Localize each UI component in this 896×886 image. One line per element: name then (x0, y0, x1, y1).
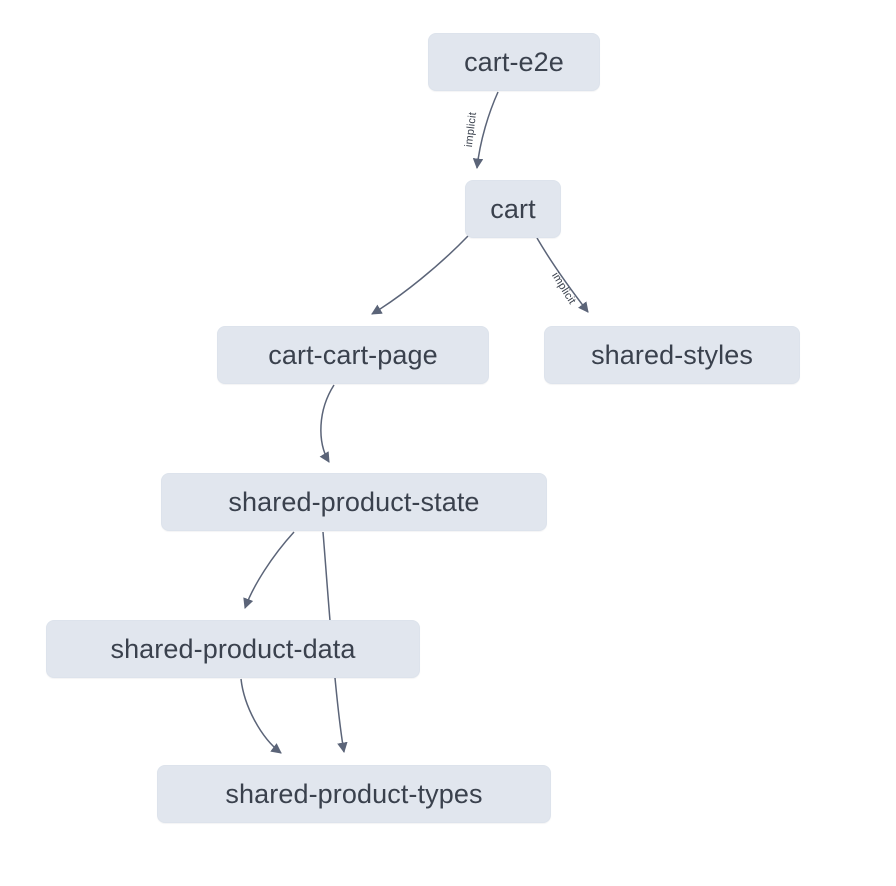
graph-edge-cart-cart-page__shared-product-state (319, 384, 335, 463)
graph-edge-shared-product-data__shared-product-types (240, 678, 282, 754)
graph-node-label: shared-styles (591, 339, 753, 370)
edge-line (319, 384, 335, 463)
graph-node-cart-e2e[interactable]: cart-e2e (428, 33, 600, 91)
graph-edge-shared-product-state__shared-product-data (243, 531, 295, 609)
graph-node-cart-cart-page[interactable]: cart-cart-page (217, 326, 489, 384)
edge-label: implicit (549, 270, 578, 306)
graph-node-label: cart-e2e (464, 46, 564, 77)
graph-node-label: shared-product-state (228, 486, 480, 517)
graph-node-label: cart (490, 193, 536, 224)
graph-node-shared-styles[interactable]: shared-styles (544, 326, 800, 384)
graph-node-label: shared-product-data (110, 633, 356, 664)
graph-node-shared-product-state[interactable]: shared-product-state (161, 473, 547, 531)
edge-line (371, 235, 469, 315)
graph-edge-cart__shared-styles: implicit (536, 237, 589, 313)
edge-line (240, 678, 282, 754)
edge-line (243, 531, 295, 609)
graph-node-label: cart-cart-page (268, 339, 438, 370)
edge-line (472, 91, 499, 170)
graph-edge-cart-e2e__cart: implicit (463, 91, 499, 170)
edge-label: implicit (463, 111, 479, 147)
edge-line (536, 237, 589, 313)
graph-node-label: shared-product-types (225, 778, 483, 809)
graph-edge-cart__cart-cart-page (371, 235, 469, 315)
graph-node-shared-product-types[interactable]: shared-product-types (157, 765, 551, 823)
graph-node-cart[interactable]: cart (465, 180, 561, 238)
graph-node-shared-product-data[interactable]: shared-product-data (46, 620, 420, 678)
